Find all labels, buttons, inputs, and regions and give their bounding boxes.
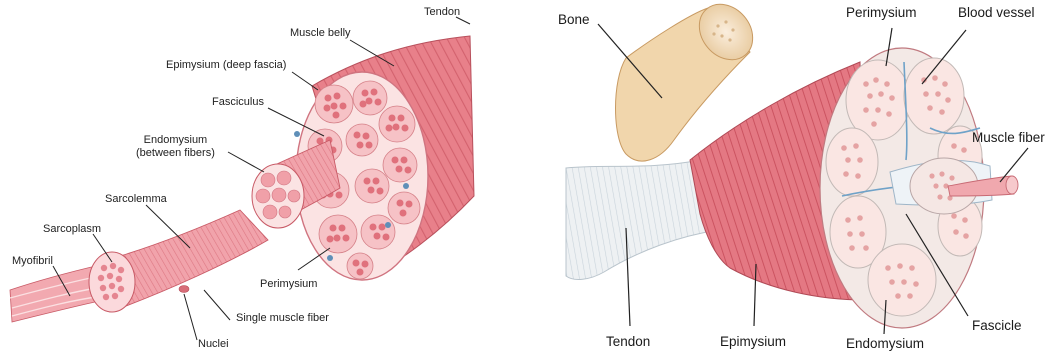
label-tendon-left: Tendon	[424, 6, 460, 19]
left-muscle-structure	[10, 36, 474, 322]
label-blood-vessel: Blood vessel	[958, 5, 1035, 21]
label-single-muscle-fiber: Single muscle fiber	[236, 312, 329, 325]
label-bone: Bone	[558, 12, 590, 28]
label-myofibril: Myofibril	[12, 255, 53, 268]
label-endomysium: Endomysium (between fibers)	[136, 134, 215, 159]
label-perimysium-left: Perimysium	[260, 278, 317, 291]
label-endomysium-line2: (between fibers)	[136, 147, 215, 160]
label-sarcoplasm: Sarcoplasm	[43, 223, 101, 236]
label-tendon-right: Tendon	[606, 334, 650, 350]
label-endomysium-right: Endomysium	[846, 336, 924, 352]
label-epimysium-deep-fascia: Epimysium (deep fascia)	[166, 59, 286, 72]
label-perimysium-right: Perimysium	[846, 5, 917, 21]
label-nuclei: Nuclei	[198, 338, 229, 351]
label-fasciculus: Fasciculus	[212, 96, 264, 109]
label-muscle-belly: Muscle belly	[290, 27, 351, 40]
label-endomysium-line1: Endomysium	[136, 134, 215, 147]
label-muscle-fiber: Muscle fiber	[972, 130, 1045, 146]
nucleus-shape	[179, 286, 189, 293]
fiber-cross-section	[89, 252, 135, 312]
muscle-cross-section	[820, 48, 1018, 328]
label-epimysium: Epimysium	[720, 334, 786, 350]
label-sarcolemma: Sarcolemma	[105, 193, 167, 206]
label-fascicle: Fascicle	[972, 318, 1022, 334]
